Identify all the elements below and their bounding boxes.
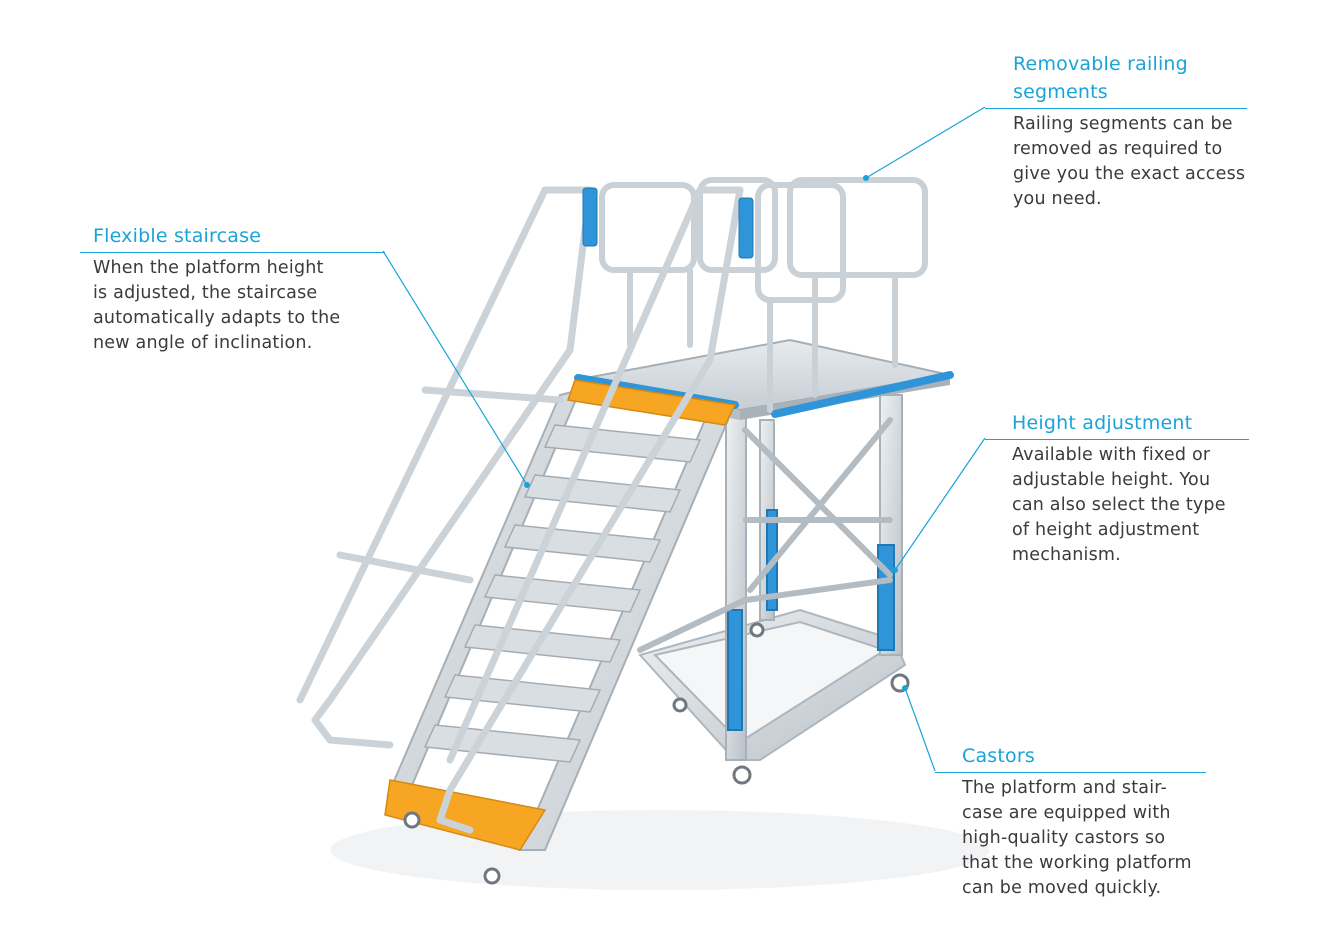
callout-line: automatically adapts to the bbox=[93, 308, 341, 328]
frame-bracing bbox=[637, 417, 893, 653]
callout-line: Railing segments can be bbox=[1013, 114, 1233, 134]
callout-body: The platform and stair- case are equippe… bbox=[935, 776, 1206, 901]
callout-body: Available with fixed or adjustable heigh… bbox=[985, 443, 1249, 568]
leader-dot-height bbox=[892, 567, 898, 573]
callout-removable-railing: Removable railing segments Railing segme… bbox=[985, 50, 1247, 212]
callout-line: adjustable height. You bbox=[1012, 470, 1211, 490]
top-railings bbox=[599, 177, 928, 413]
callout-title: Castors bbox=[935, 742, 1206, 773]
callout-line: mechanism. bbox=[1012, 545, 1121, 565]
callout-line: can be moved quickly. bbox=[962, 878, 1162, 898]
leader-dot-railing bbox=[863, 175, 869, 181]
callout-castors: Castors The platform and stair- case are… bbox=[935, 742, 1206, 901]
callout-flexible-staircase: Flexible staircase When the platform hei… bbox=[80, 222, 385, 356]
callout-line: removed as required to bbox=[1013, 139, 1223, 159]
callout-line: can also select the type bbox=[1012, 495, 1226, 515]
callout-line: high-quality castors so bbox=[962, 828, 1166, 848]
callout-line: is adjusted, the staircase bbox=[93, 283, 318, 303]
callout-line: you need. bbox=[1013, 189, 1102, 209]
leader-height-adjustment bbox=[894, 437, 986, 571]
callout-line: of height adjustment bbox=[1012, 520, 1200, 540]
callout-title: Removable railing segments bbox=[985, 50, 1247, 109]
callout-title: Height adjustment bbox=[985, 409, 1249, 440]
callout-body: When the platform height is adjusted, th… bbox=[80, 256, 385, 356]
callout-line: that the working platform bbox=[962, 853, 1192, 873]
callout-title-line: segments bbox=[1013, 81, 1108, 103]
callout-leaders bbox=[382, 106, 986, 772]
leader-dot-staircase bbox=[524, 482, 530, 488]
callout-body: Railing segments can be removed as requi… bbox=[985, 112, 1247, 212]
callout-height-adjustment: Height adjustment Available with fixed o… bbox=[985, 409, 1249, 568]
leader-castors bbox=[904, 687, 936, 772]
leader-dot-castors bbox=[902, 685, 908, 691]
callout-title: Flexible staircase bbox=[80, 222, 385, 253]
callout-line: The platform and stair- bbox=[962, 778, 1168, 798]
callout-line: give you the exact access bbox=[1013, 164, 1246, 184]
callout-title-line: Removable railing bbox=[1013, 53, 1188, 75]
blue-railing-segments bbox=[582, 187, 754, 259]
leader-removable-railing bbox=[865, 106, 986, 179]
callout-line: Available with fixed or bbox=[1012, 445, 1211, 465]
callout-line: case are equipped with bbox=[962, 803, 1171, 823]
callout-line: new angle of inclination. bbox=[93, 333, 313, 353]
base-frame bbox=[638, 608, 907, 761]
leader-flexible-staircase bbox=[382, 250, 528, 486]
callout-line: When the platform height bbox=[93, 258, 324, 278]
